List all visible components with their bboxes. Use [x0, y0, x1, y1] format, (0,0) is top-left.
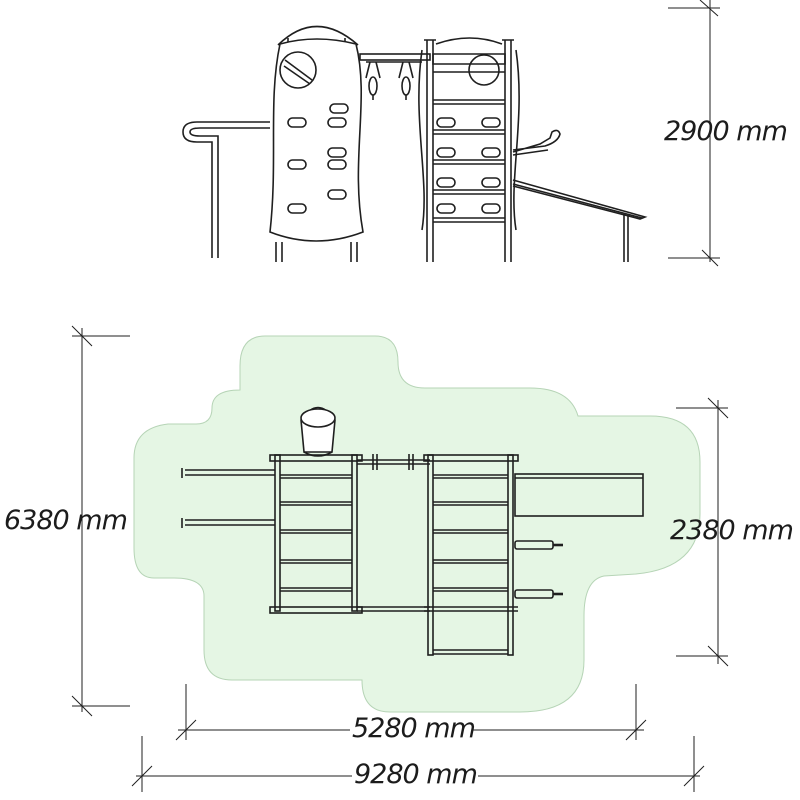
height-dimension: [668, 0, 720, 267]
climbing-holds: [287, 103, 349, 214]
plan-dimensions: [71, 325, 729, 792]
tube-railing: [182, 121, 270, 258]
plan-view: [133, 335, 701, 713]
slide: [512, 179, 648, 262]
right-frame: [423, 454, 519, 656]
safety-zone: [133, 335, 701, 713]
ring-beam: [359, 53, 431, 100]
handles-plan: [514, 540, 563, 599]
beam-plan: [357, 454, 430, 612]
inner-length-dimension-label: 5280 mm: [352, 713, 476, 744]
slide-plan: [514, 473, 644, 517]
climbing-wall-panel: [269, 25, 364, 262]
slide-handle: [512, 129, 561, 156]
front-elevation: [182, 25, 648, 262]
railing-plan: [181, 468, 275, 528]
ladder-tower: [418, 37, 520, 262]
width-dimension-label: 6380 mm: [4, 505, 128, 536]
height-dimension-label: 2900 mm: [664, 116, 788, 147]
panel-top: [300, 406, 336, 457]
left-frame: [269, 454, 363, 614]
total-length-dimension-label: 9280 mm: [354, 759, 478, 790]
depth-dimension-label: 2380 mm: [670, 515, 794, 546]
ladder-rungs: [433, 99, 505, 223]
